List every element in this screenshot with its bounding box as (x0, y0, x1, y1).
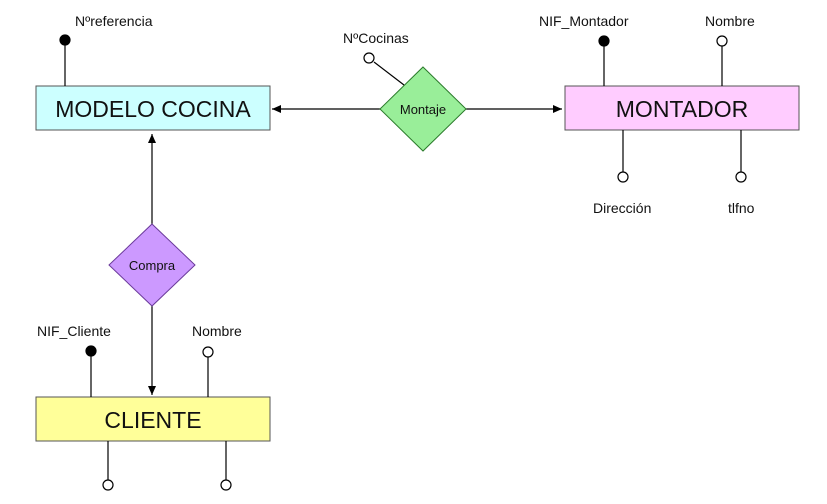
attribute-tlfno-label: tlfno (728, 200, 755, 216)
attribute-marker-icon (716, 35, 728, 47)
entity-modelo-cocina-label: MODELO COCINA (55, 96, 251, 122)
attribute-ncocinas: NºCocinas (343, 30, 409, 86)
entity-cliente-label: CLIENTE (104, 407, 201, 433)
attribute-nombre-montador-label: Nombre (705, 13, 755, 29)
attribute-nif-cliente: NIF_Cliente (37, 323, 111, 397)
attribute-direccion: Dirección (593, 130, 651, 216)
attribute-marker-icon (617, 171, 629, 183)
attribute-marker-icon (220, 479, 232, 491)
attribute-marker-icon (363, 52, 375, 64)
entity-montador[interactable]: MONTADOR (564, 85, 800, 131)
relationship-montaje[interactable]: Montaje (379, 66, 467, 152)
entity-modelo-cocina[interactable]: MODELO COCINA (35, 85, 271, 131)
attribute-nreferencia: Nºreferencia (59, 13, 153, 86)
attribute-nif-montador-label: NIF_Montador (539, 13, 629, 29)
relationship-compra[interactable]: Compra (108, 223, 196, 307)
attribute-nreferencia-label: Nºreferencia (75, 13, 153, 29)
key-attribute-marker-icon (85, 345, 97, 357)
entity-montador-box (564, 85, 800, 131)
relationship-montaje-diamond (379, 66, 467, 152)
attribute-cliente-unlabeled-1 (102, 441, 114, 491)
attribute-tlfno: tlfno (728, 130, 755, 216)
entity-cliente-box (35, 396, 271, 442)
attribute-nombre-cliente-label: Nombre (192, 323, 242, 339)
entity-montador-label: MONTADOR (616, 96, 748, 122)
key-attribute-marker-icon (598, 35, 610, 47)
attribute-cliente-unlabeled-2 (220, 441, 232, 491)
attribute-direccion-label: Dirección (593, 200, 651, 216)
relationship-compra-diamond (108, 223, 196, 307)
entity-cliente[interactable]: CLIENTE (35, 396, 271, 442)
attribute-ncocinas-stem (373, 61, 405, 86)
entity-modelo-cocina-box (35, 85, 271, 131)
attribute-nombre-cliente: Nombre (192, 323, 242, 397)
key-attribute-marker-icon (59, 34, 71, 46)
attribute-nif-montador: NIF_Montador (539, 13, 629, 86)
relationship-montaje-label: Montaje (400, 102, 446, 117)
relationship-compra-label: Compra (129, 258, 176, 273)
attribute-nombre-montador: Nombre (705, 13, 755, 86)
attribute-nif-cliente-label: NIF_Cliente (37, 323, 111, 339)
attribute-marker-icon (735, 171, 747, 183)
attribute-marker-icon (102, 479, 114, 491)
attribute-marker-icon (202, 346, 214, 358)
attribute-ncocinas-label: NºCocinas (343, 30, 409, 46)
